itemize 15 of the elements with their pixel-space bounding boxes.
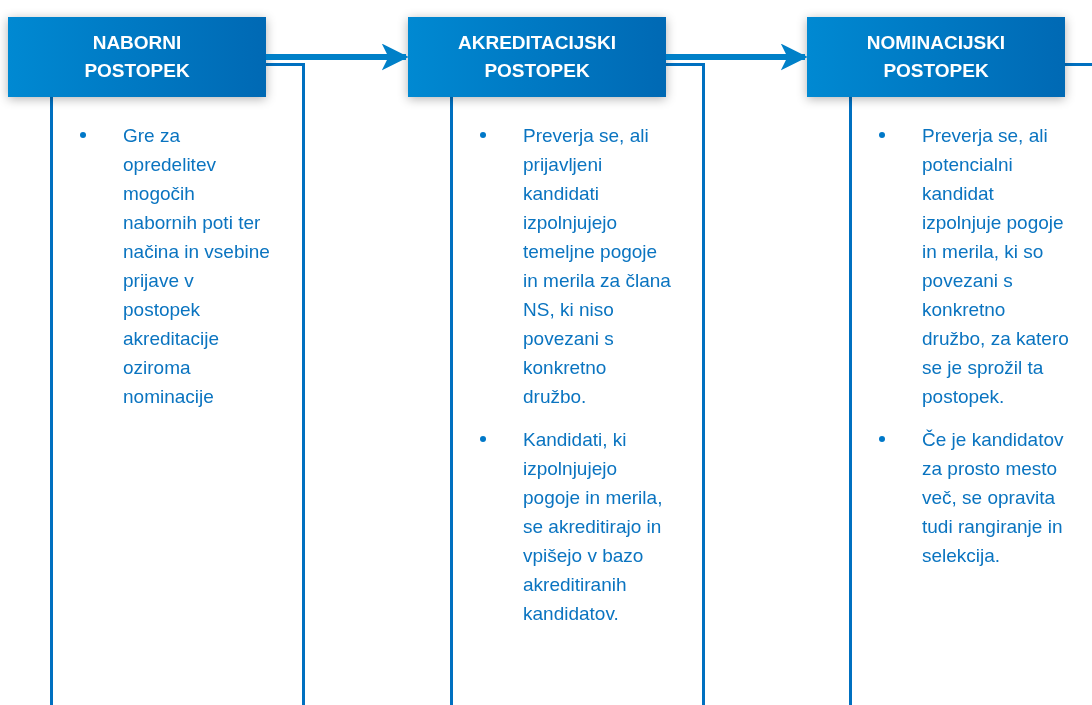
arrow [666, 43, 808, 71]
header-title: NOMINACIJSKI POSTOPEK [865, 31, 1007, 83]
bullet-text: Če je kandidatov za prosto mesto več, se opravita tudi rangiranje in selekcija. [922, 428, 1065, 568]
header-box [408, 17, 666, 97]
header-title: NABORNI POSTOPEK [83, 31, 191, 83]
header-title: AKREDITACIJSKI POSTOPEK [457, 31, 617, 83]
bullet-text: Preverja se, ali prijavljeni kandidati izpolnjujejo temeljne pogoje in merila za člana NS, ki niso povezani s konkretno družbo. [523, 124, 672, 409]
header-box [8, 17, 266, 97]
bullet-text: Preverja se, ali potencialni kandidat izpolnjuje pogoje in merila, ki so povezani s konkretno družbo, za katero se je sprožil ta postopek. [922, 124, 1070, 409]
arrow [266, 43, 409, 71]
column-frame [450, 97, 705, 705]
bullet-text: Gre za opredelitev mogočih nabornih poti ter načina in vsebine prijave v postopek akreditacije oziroma nominacije [123, 124, 271, 409]
column-frame [50, 97, 305, 705]
bullet-text: Kandidati, ki izpolnjujejo pogoje in merila, se akreditirajo in vpišejo v bazo akreditiranih kandidatov. [523, 428, 664, 626]
header-box [807, 17, 1065, 97]
